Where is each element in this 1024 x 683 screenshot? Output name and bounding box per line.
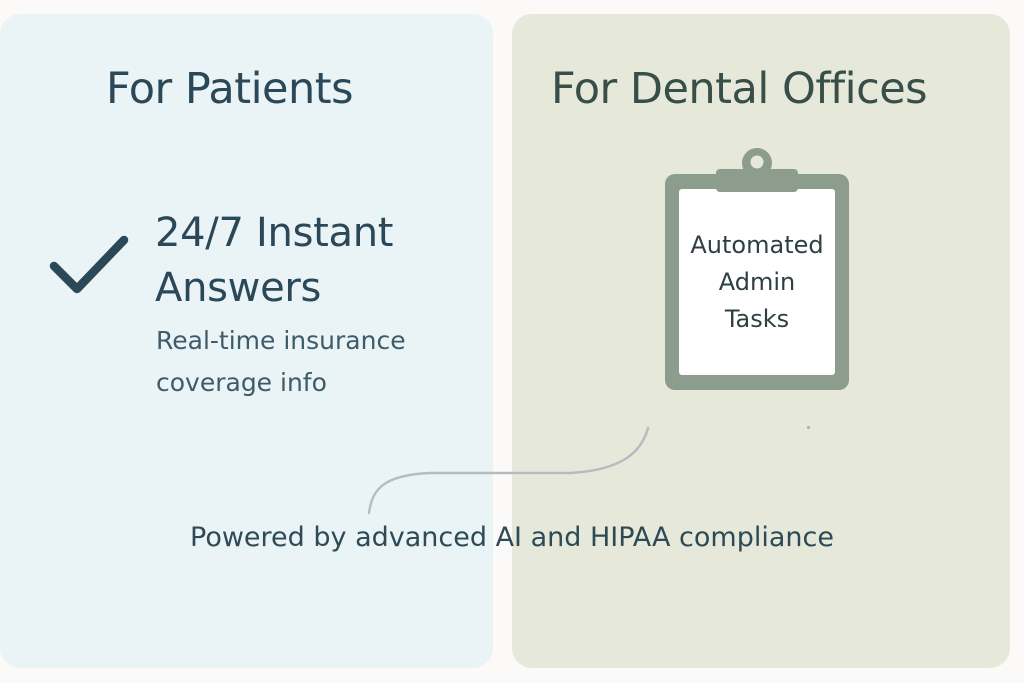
patients-panel <box>0 14 493 668</box>
connector-line <box>367 426 650 515</box>
clipboard-label: Automated Admin Tasks <box>690 231 824 333</box>
patients-heading: For Patients <box>106 64 353 114</box>
tagline: Powered by advanced AI and HIPAA complia… <box>190 522 834 553</box>
feature-title: 24/7 Instant Answers <box>155 210 394 311</box>
clipboard-icon <box>665 148 849 390</box>
dental-offices-heading: For Dental Offices <box>551 64 928 114</box>
decorative-dot <box>807 426 810 429</box>
checkmark-icon <box>49 235 129 294</box>
feature-description: Real-time insurance coverage info <box>156 326 406 397</box>
